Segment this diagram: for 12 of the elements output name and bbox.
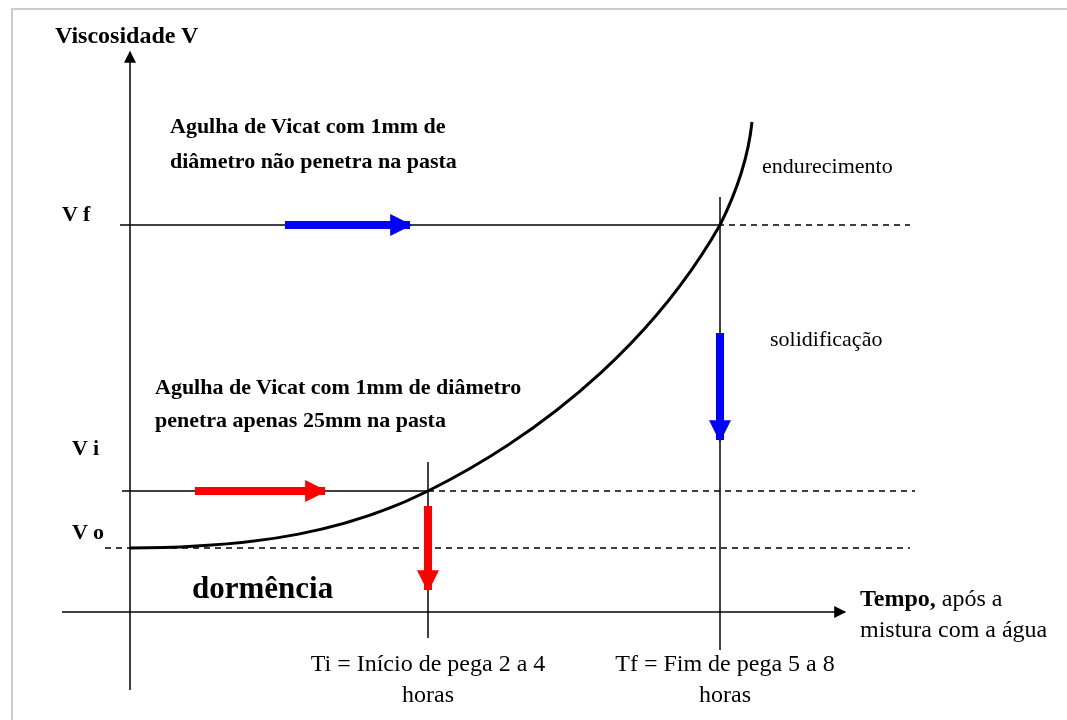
level-label: V o [72,518,104,546]
annotation: Agulha de Vicat com 1mm de diâmetro não penetra na pasta [170,112,458,176]
axis-title: Tempo, após a mistura com a água [860,584,1049,645]
annotation: Agulha de Vicat com 1mm de diâmetro penetra apenas 25mm na pasta [155,373,523,434]
axis-title: Viscosidade V [55,21,199,50]
level-label: V f [62,200,91,228]
phase-label: solidificação [770,325,883,353]
phase-label: dormência [192,569,334,607]
level-label: V i [72,434,100,462]
time-label: Ti = Início de pega 2 a 4 horas [309,649,547,710]
time-label: Tf = Fim de pega 5 a 8 horas [614,649,836,710]
phase-label: endurecimento [762,152,893,180]
